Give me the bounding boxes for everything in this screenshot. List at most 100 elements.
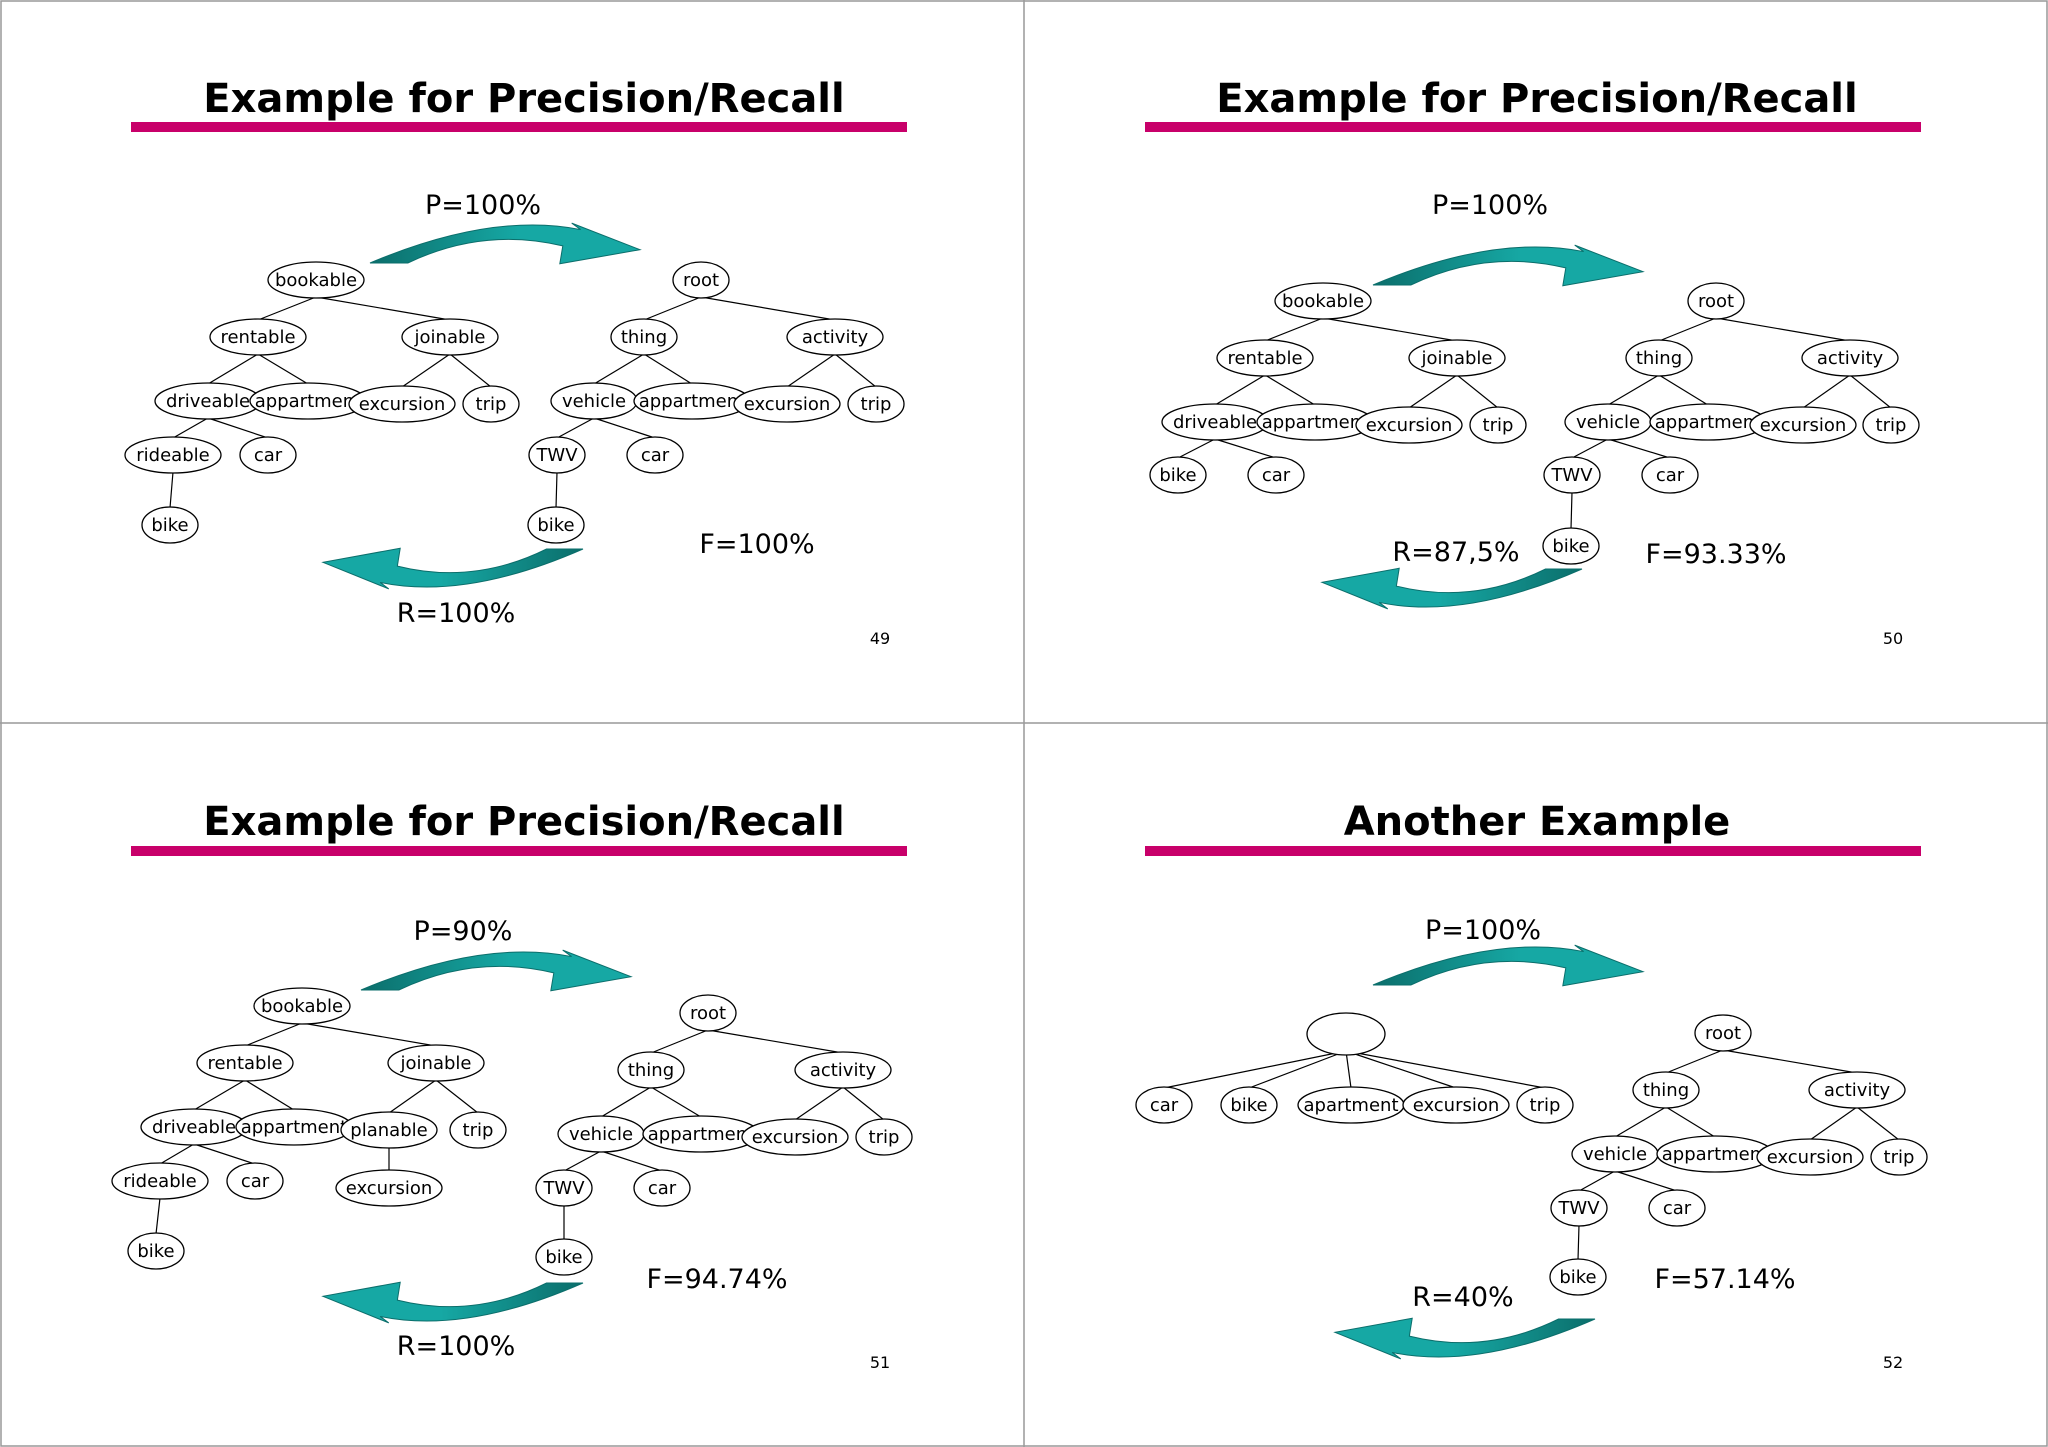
tree-node	[239, 436, 297, 474]
tree-node	[1542, 527, 1600, 565]
tree-node	[1543, 456, 1601, 494]
curved-arrow-shape	[321, 547, 584, 590]
tree-node-label: excursion	[1767, 1147, 1854, 1168]
tree-edge	[1163, 1050, 1347, 1089]
precision-arrow	[1372, 944, 1645, 987]
tree-edge	[1578, 1170, 1616, 1192]
tree-node-label: appartment	[241, 1117, 347, 1138]
tree-node	[672, 261, 730, 299]
page-number: 50	[1883, 629, 1903, 648]
slide-2: Example for Precision/Recall P=100% book…	[1145, 76, 1921, 648]
tree-node-label: activity	[1817, 348, 1884, 369]
tree-node-label: bike	[537, 515, 574, 536]
tree-node	[111, 1162, 209, 1200]
tree-edge	[1658, 374, 1709, 406]
tree-node-label: driveable	[1173, 412, 1257, 433]
tree-node-label: car	[254, 445, 283, 466]
tree-node-label: activity	[1824, 1080, 1891, 1101]
precision-label: P=100%	[1432, 190, 1548, 221]
tree-node	[1862, 406, 1920, 444]
tree-edge	[650, 1029, 709, 1054]
tree-node-label: car	[241, 1171, 270, 1192]
tree-node	[1641, 456, 1699, 494]
tree-node-label: trip	[861, 394, 892, 415]
tree-node-label: bookable	[1282, 291, 1364, 312]
tree-edge	[600, 1086, 652, 1118]
tree-node	[741, 1118, 849, 1156]
tree-node-label: vehicle	[1583, 1144, 1647, 1165]
tree-node	[335, 1169, 443, 1207]
tree-node-label: appartment	[255, 391, 361, 412]
tree-node	[855, 1118, 913, 1156]
tree-node	[1694, 1014, 1752, 1052]
tree-node-label: car	[641, 445, 670, 466]
tree-node	[733, 385, 841, 423]
tree-node	[1149, 456, 1207, 494]
tree-node-label: trip	[1884, 1147, 1915, 1168]
tree-edge	[555, 471, 558, 509]
tree-edge	[1264, 374, 1316, 406]
tree-node	[1516, 1086, 1574, 1124]
tree-node-label: bike	[1159, 465, 1196, 486]
tree-edge	[169, 471, 174, 509]
curved-arrow-shape	[1372, 244, 1645, 287]
tree-edge	[1715, 317, 1851, 342]
tree-node-empty	[1306, 1012, 1386, 1056]
curved-arrow-shape	[1333, 1317, 1596, 1360]
tree-node-label: bookable	[275, 270, 357, 291]
tree-edge	[1456, 374, 1499, 409]
tree-node	[535, 1169, 593, 1207]
tree-node-label: root	[1698, 291, 1734, 312]
tree-edge	[650, 1086, 702, 1118]
tree-edge	[1665, 1049, 1724, 1074]
slide-1: Example for Precision/Recall P=100% book…	[124, 76, 907, 648]
tree-node-label: excursion	[1760, 415, 1847, 436]
tree-edge	[842, 1086, 885, 1121]
tree-node-label: excursion	[1413, 1095, 1500, 1116]
tree-node-label: bike	[137, 1241, 174, 1262]
tree-node	[1632, 1071, 1700, 1109]
tree-edge	[1856, 1106, 1900, 1141]
recall-label: R=40%	[1412, 1282, 1513, 1313]
tree-node	[1549, 1258, 1607, 1296]
tree-node-label: appartment	[1262, 412, 1368, 433]
tree-node	[1648, 1189, 1706, 1227]
tree-node	[528, 436, 586, 474]
tree-node-label: trip	[463, 1120, 494, 1141]
tree-node	[626, 436, 684, 474]
tree-node-label: apartment	[1303, 1095, 1398, 1116]
tree-node-label: car	[1262, 465, 1291, 486]
tree-node	[527, 506, 585, 544]
precision-arrow	[369, 222, 642, 265]
tree-node	[449, 1111, 507, 1149]
tree-node	[401, 318, 499, 356]
tree-node-label: bike	[545, 1247, 582, 1268]
tree-node-label: activity	[810, 1060, 877, 1081]
fmeasure-label: F=93.33%	[1645, 539, 1786, 570]
tree-node	[610, 318, 678, 356]
tree-node-label: vehicle	[562, 391, 626, 412]
tree-node-label: bookable	[261, 996, 343, 1017]
tree-node-label: car	[1150, 1095, 1179, 1116]
tree-node-label: excursion	[359, 394, 446, 415]
tree-node	[1355, 406, 1463, 444]
tree-node	[1749, 406, 1857, 444]
title-rule	[131, 846, 907, 856]
tree-edge	[834, 353, 877, 388]
slide-title: Example for Precision/Recall	[203, 799, 844, 845]
tree-node-label: bike	[151, 515, 188, 536]
tree-node	[1247, 456, 1305, 494]
tree-node-label: bike	[1230, 1095, 1267, 1116]
tree-node	[633, 1169, 691, 1207]
tree-edge	[159, 1143, 195, 1165]
tree-node	[253, 987, 351, 1025]
tree-node-label: car	[1663, 1198, 1692, 1219]
tree-node-label: vehicle	[1576, 412, 1640, 433]
tree-node-label: appartment	[1662, 1144, 1768, 1165]
title-rule	[1145, 122, 1921, 132]
tree-edge	[786, 353, 836, 388]
tree-edge	[794, 1086, 844, 1121]
